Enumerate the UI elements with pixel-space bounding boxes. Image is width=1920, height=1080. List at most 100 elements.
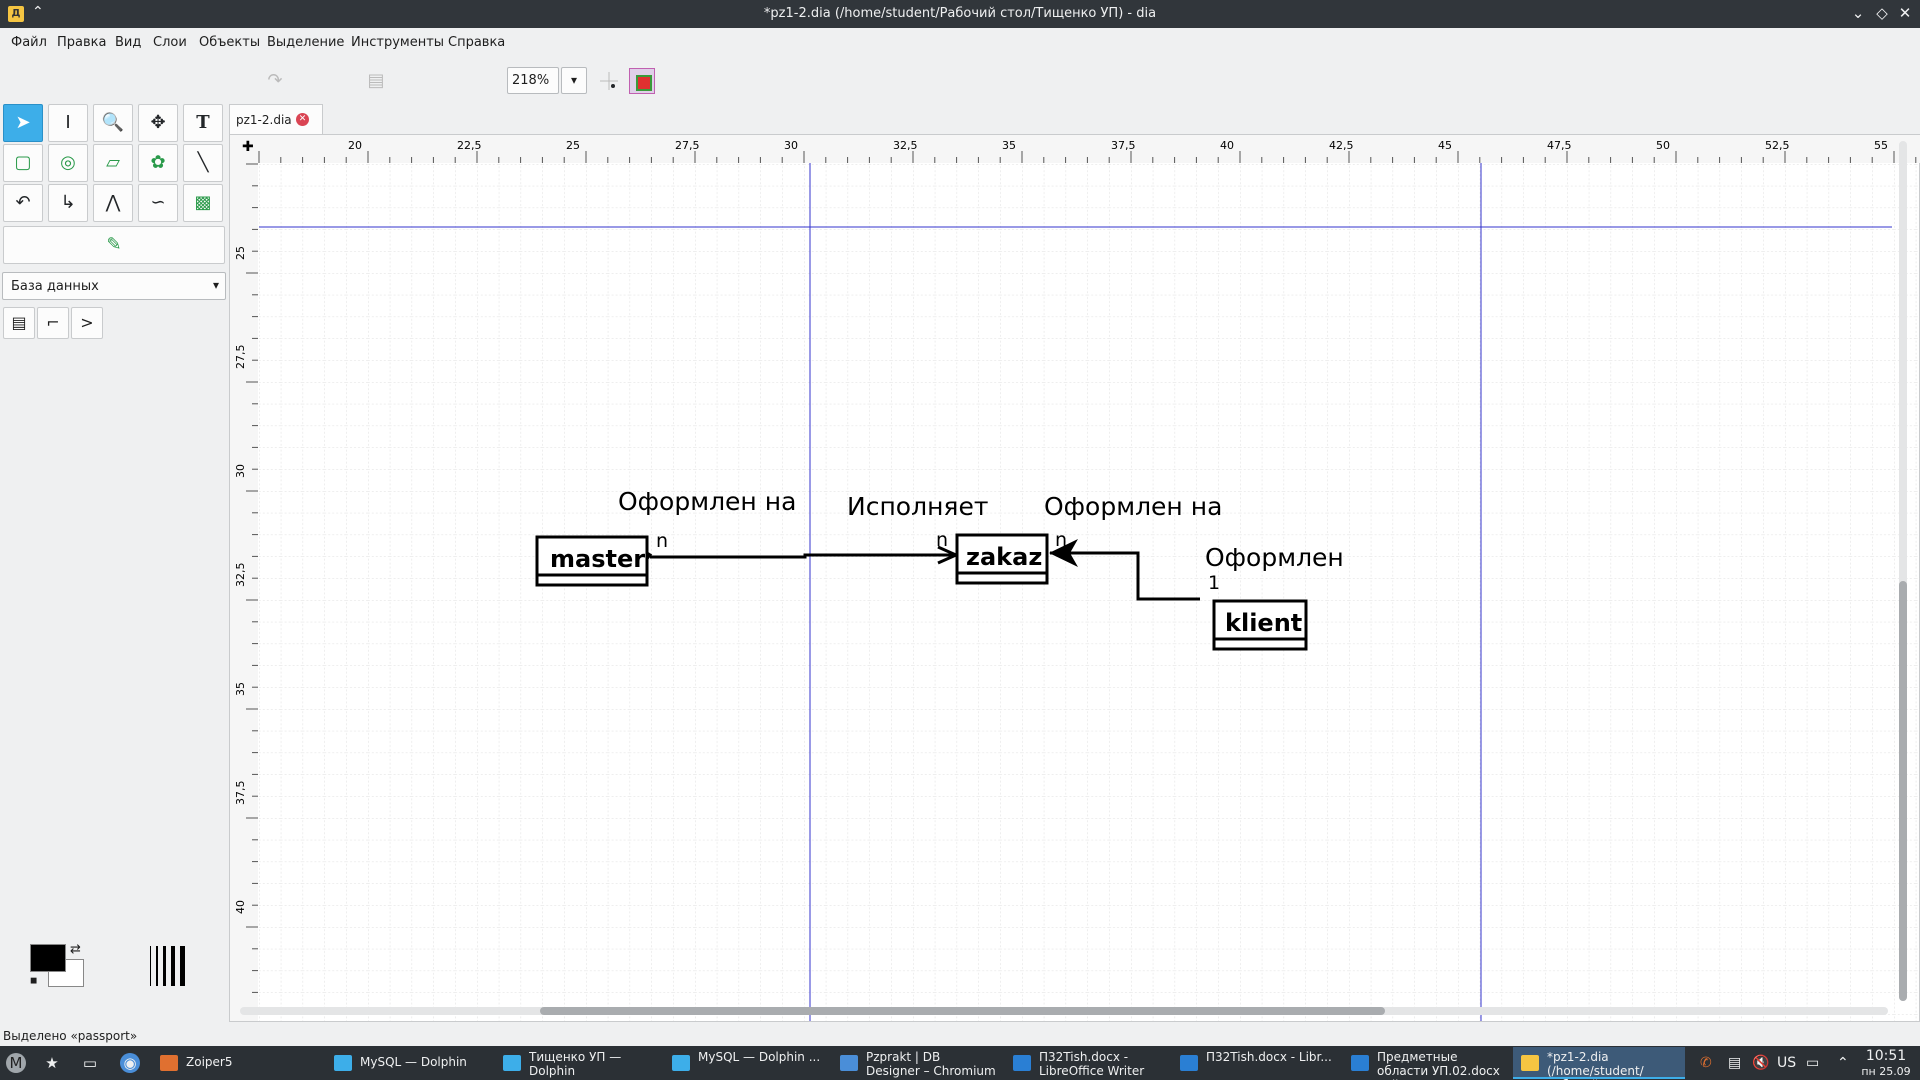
beziergon-tool[interactable]: ✿ <box>138 144 178 182</box>
ruler-label: 37,5 <box>1111 139 1136 152</box>
volume-muted-icon[interactable]: 🔇 <box>1752 1055 1770 1071</box>
menu-help[interactable]: Справка <box>448 35 506 50</box>
clock[interactable]: 10:51 пн 25.09 <box>1854 1048 1918 1080</box>
task-app-icon <box>1013 1055 1031 1071</box>
taskbar-task[interactable]: П32Tish.docx - Libr... <box>1172 1047 1339 1079</box>
taskbar-task[interactable]: П32Tish.docx - LibreOffice Writer <box>1005 1047 1168 1079</box>
maximize-icon[interactable]: ◇ <box>1876 4 1888 22</box>
close-icon[interactable]: ✕ <box>1898 4 1912 22</box>
favorites-star-icon[interactable]: ★ <box>45 1054 59 1072</box>
pointer-tool[interactable]: ➤ <box>3 104 43 142</box>
keep-above-icon[interactable]: ⌃ <box>32 4 44 20</box>
table-klient[interactable]: klient <box>1212 599 1308 651</box>
db-reference-tool[interactable]: ⌐ <box>37 307 69 339</box>
arc-tool[interactable]: ↶ <box>3 184 43 222</box>
menu-view[interactable]: Вид <box>115 35 142 50</box>
menu-edit[interactable]: Правка <box>57 35 107 50</box>
task-label: Тищенко УП — Dolphin <box>529 1050 622 1078</box>
scroll-tool[interactable]: ✥ <box>138 104 178 142</box>
minimize-icon[interactable]: ⌄ <box>1851 4 1865 22</box>
polygon-tool[interactable]: ▱ <box>93 144 133 182</box>
db-compound-tool[interactable]: > <box>71 307 103 339</box>
relationship-label[interactable]: Оформлен на <box>1044 492 1222 521</box>
outline-tool[interactable]: ✎ <box>3 226 225 264</box>
reset-colors-icon[interactable]: ◼ <box>30 976 38 986</box>
taskbar-task[interactable]: Zoiper5 <box>152 1047 320 1079</box>
sheet-select[interactable]: База данных ▾ <box>2 272 226 300</box>
menu-objects[interactable]: Объекты <box>199 35 261 50</box>
ruler-label: 55 <box>1874 139 1888 152</box>
box-tool[interactable]: ▢ <box>3 144 43 182</box>
app-launcher-icon[interactable]: M <box>6 1053 26 1073</box>
relationship-label[interactable]: Исполняет <box>847 492 988 521</box>
zigzagline-tool[interactable]: ↳ <box>48 184 88 222</box>
grid <box>259 164 1920 1021</box>
clipboard-tray-icon[interactable]: ▤ <box>1728 1055 1742 1071</box>
clock-time: 10:51 <box>1865 1048 1907 1064</box>
keyboard-layout[interactable]: US <box>1777 1055 1797 1071</box>
magnify-tool[interactable]: 🔍 <box>93 104 133 142</box>
bezierline-tool[interactable]: ∽ <box>138 184 178 222</box>
menu-select[interactable]: Выделение <box>267 35 345 50</box>
tray-expand-icon[interactable]: ⌃ <box>1837 1055 1849 1071</box>
text-tool[interactable]: T <box>183 104 223 142</box>
ellipse-tool[interactable]: ◎ <box>48 144 88 182</box>
db-table-tool[interactable]: ▤ <box>3 307 35 339</box>
ruler-label: 40 <box>1220 139 1234 152</box>
foreground-color-swatch[interactable] <box>30 944 66 972</box>
table-master[interactable]: master <box>535 535 649 587</box>
zoom-dropdown-icon[interactable]: ▾ <box>561 67 587 94</box>
snap-to-grid-icon[interactable] <box>598 70 620 92</box>
text-edit-tool[interactable]: I <box>48 104 88 142</box>
taskbar-task[interactable]: Pzprakt | DB Designer – Chromium <box>832 1047 1000 1079</box>
taskbar-task[interactable]: MySQL — Dolphin ... <box>664 1047 829 1079</box>
zoom-input[interactable]: 218% <box>507 67 559 94</box>
vertical-scrollbar[interactable] <box>1899 141 1907 1001</box>
taskbar-task[interactable]: *pz1-2.dia (/home/student/Рабочий ст... <box>1513 1047 1685 1080</box>
line-width-selector[interactable] <box>150 946 192 986</box>
image-tool[interactable]: ▩ <box>183 184 223 222</box>
table-zakaz[interactable]: zakaz <box>955 533 1049 585</box>
network-icon[interactable]: ▭ <box>1806 1055 1820 1071</box>
swap-colors-icon[interactable]: ⇄ <box>70 942 81 957</box>
close-tab-icon[interactable]: ✕ <box>296 113 309 126</box>
connector-klient-zakaz[interactable] <box>1049 539 1200 601</box>
menu-layers[interactable]: Слои <box>153 35 187 50</box>
ruler-label: 37,5 <box>234 781 247 806</box>
toolbox: ➤ I 🔍 ✥ T ▢ ◎ ▱ ✿ ╲ ↶ ↳ ⋀ ∽ ▩ ✎ База дан… <box>0 102 228 1030</box>
zoiper-tray-icon[interactable]: ✆ <box>1700 1055 1712 1071</box>
menu-file[interactable]: Файл <box>11 35 47 50</box>
task-app-icon <box>672 1055 690 1071</box>
dia-app-icon[interactable]: Д <box>8 6 24 22</box>
task-app-icon <box>840 1055 858 1071</box>
object-snap-icon[interactable] <box>629 68 655 94</box>
ruler-label: 25 <box>234 246 247 260</box>
ruler-label: 42,5 <box>1329 139 1354 152</box>
menu-bar: Файл Правка Вид Слои Объекты Выделение И… <box>0 28 1920 58</box>
relationship-label[interactable]: Оформлен на <box>618 487 796 516</box>
scrollbar-thumb[interactable] <box>540 1007 1385 1015</box>
menu-tools[interactable]: Инструменты <box>351 35 445 50</box>
horizontal-scrollbar[interactable] <box>240 1007 1888 1015</box>
chromium-icon[interactable]: ◉ <box>120 1053 140 1073</box>
ruler-label: 40 <box>234 900 247 914</box>
task-app-icon <box>334 1055 352 1071</box>
task-label: *pz1-2.dia (/home/student/Рабочий ст... <box>1547 1050 1644 1080</box>
taskbar-task[interactable]: Предметные области УП.02.docx - LibreO..… <box>1343 1047 1509 1080</box>
table-zakaz-name: zakaz <box>966 543 1042 571</box>
ruler-label: 30 <box>234 464 247 478</box>
desktop-icon[interactable]: ▭ <box>82 1054 98 1072</box>
scrollbar-thumb[interactable] <box>1899 581 1907 1001</box>
taskbar-task[interactable]: Тищенко УП — Dolphin <box>495 1047 660 1079</box>
line-tool[interactable]: ╲ <box>183 144 223 182</box>
relationship-label[interactable]: Оформлен <box>1205 543 1344 572</box>
tab-pz1-2[interactable]: pz1-2.dia ✕ <box>229 104 323 134</box>
polyline-tool[interactable]: ⋀ <box>93 184 133 222</box>
redo-icon[interactable]: ↷ <box>267 70 283 91</box>
paste-icon[interactable]: ▤ <box>367 70 385 91</box>
taskbar-task[interactable]: MySQL — Dolphin <box>326 1047 491 1079</box>
